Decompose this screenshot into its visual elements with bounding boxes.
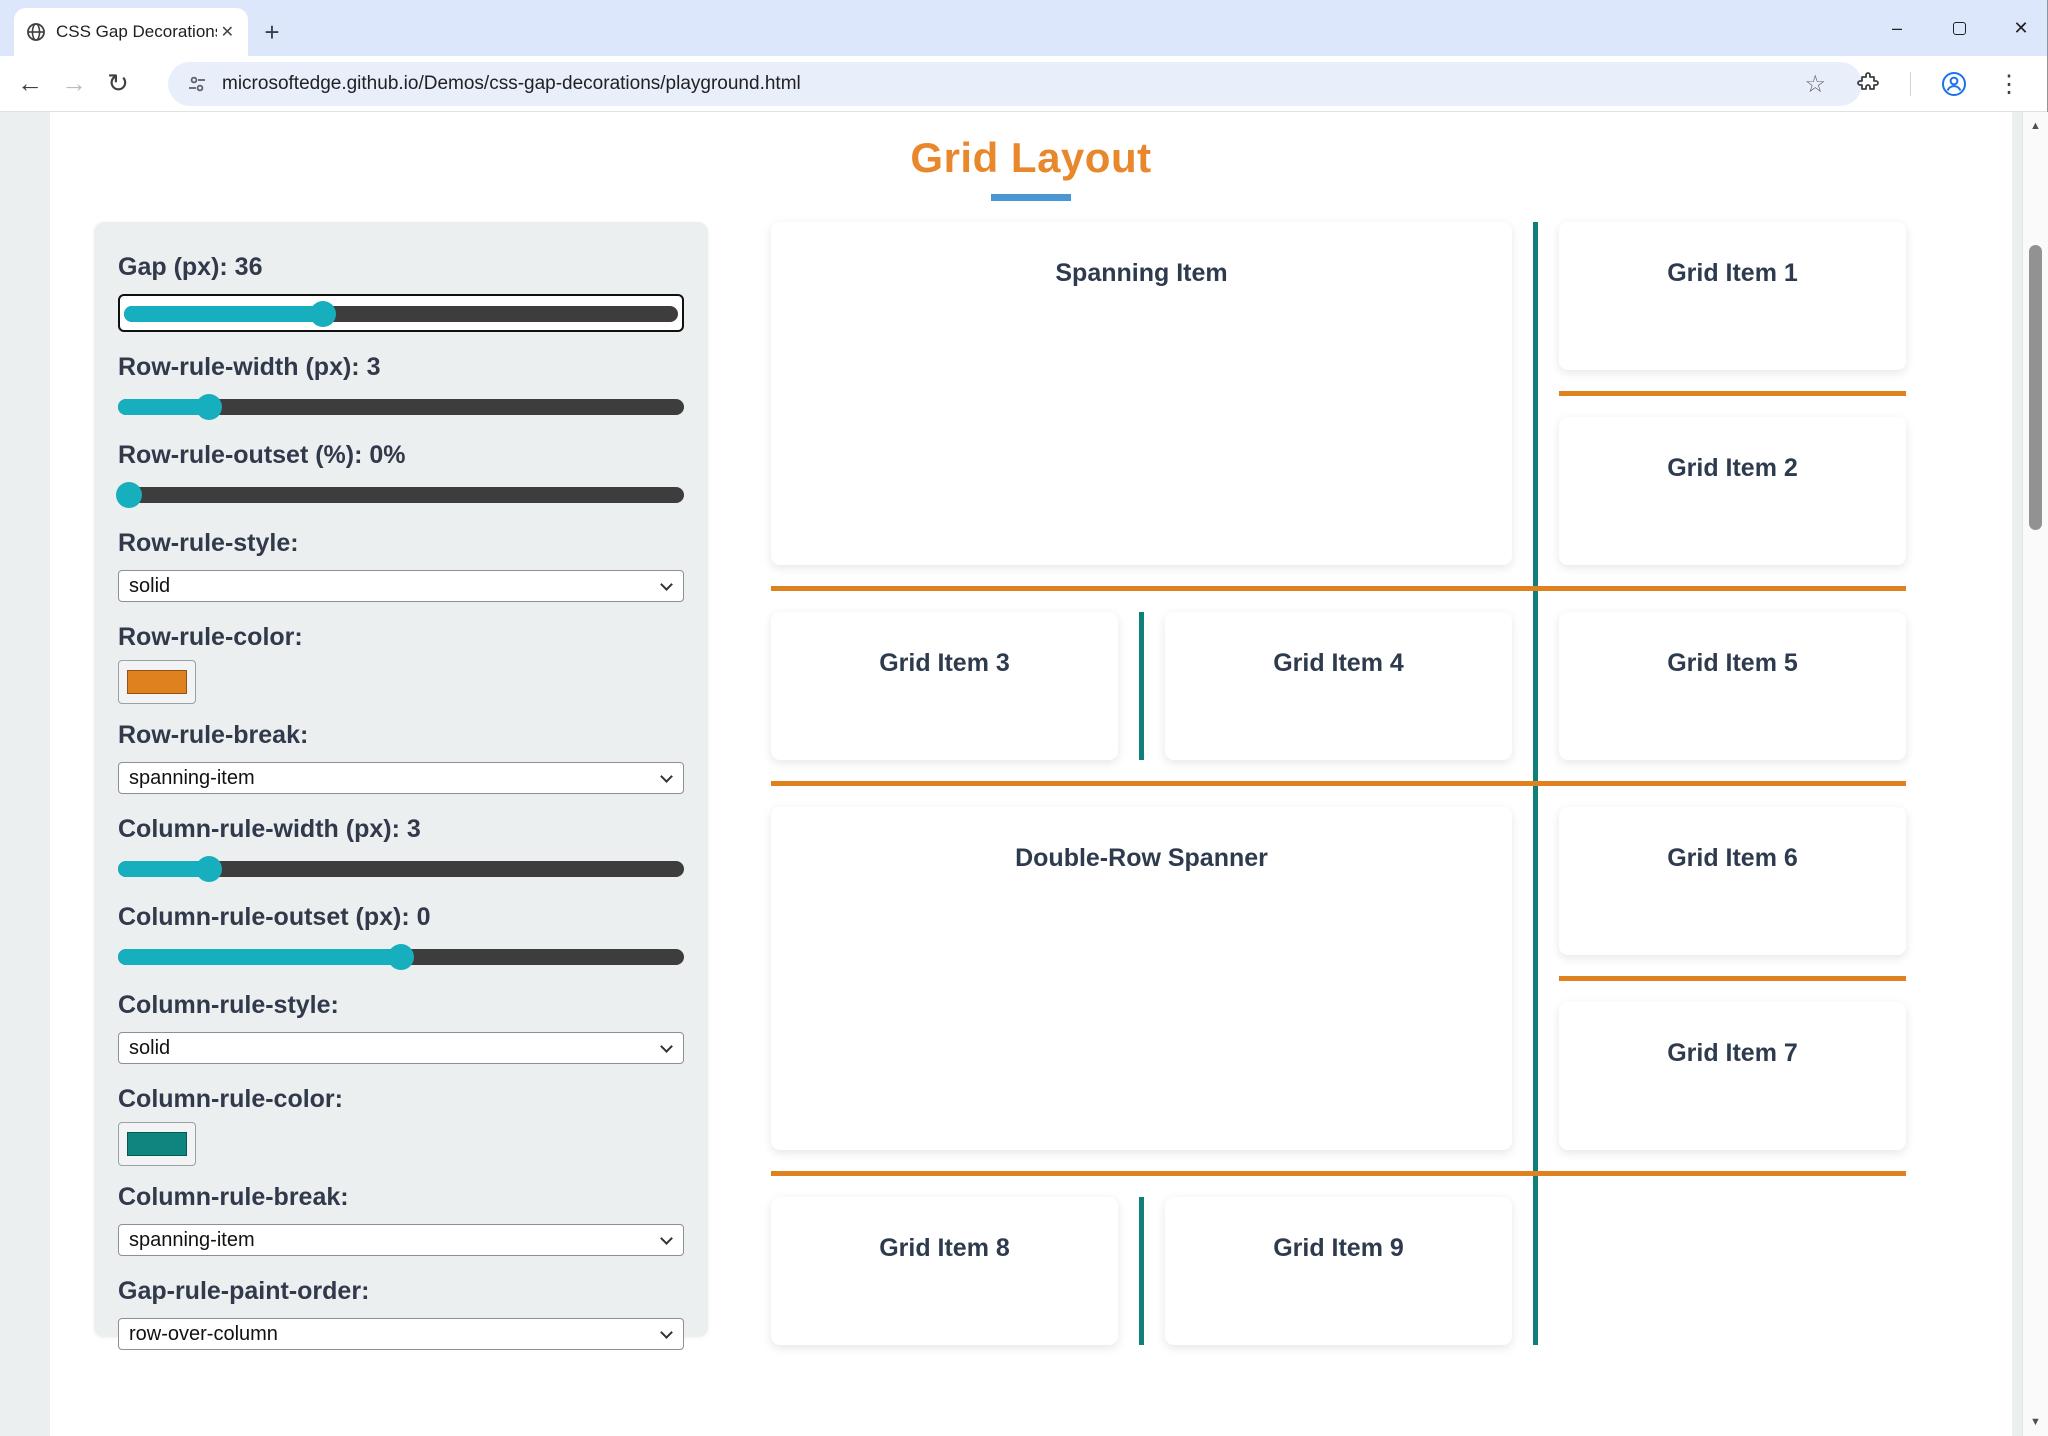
minimize-button[interactable]: – [1891, 17, 1902, 38]
close-window-button[interactable]: ✕ [2013, 17, 2029, 38]
column-rule-break-select[interactable]: spanning-item [118, 1224, 684, 1256]
row-rule-break-label: Row-rule-break: [118, 721, 309, 749]
back-icon[interactable]: ← [17, 68, 43, 98]
row-rule-width-label: Row-rule-width (px): 3 [118, 353, 381, 381]
control-row-rule-outset: Row-rule-outset (%): 0% [116, 440, 684, 508]
column-rule-style-label: Column-rule-style: [118, 991, 339, 1019]
control-column-rule-style: Column-rule-style: solid [118, 990, 684, 1064]
row-rule-segment [1559, 391, 1906, 396]
grid-item-8: Grid Item 8 [771, 1197, 1118, 1345]
grid-item-7: Grid Item 7 [1559, 1002, 1906, 1150]
row-rule-break-select[interactable]: spanning-item [118, 762, 684, 794]
url-text[interactable]: microsoftedge.github.io/Demos/css-gap-de… [222, 73, 801, 94]
browser-toolbar: ← → ↻ microsoftedge.github.io/Demos/css-… [0, 56, 2047, 112]
profile-icon[interactable] [1941, 71, 1967, 97]
chevron-down-icon [660, 1232, 673, 1245]
new-tab-button[interactable]: + [264, 16, 280, 47]
row-rule-segment [771, 586, 1906, 591]
address-bar[interactable]: microsoftedge.github.io/Demos/css-gap-de… [168, 62, 1862, 106]
column-rule-segment [1139, 612, 1144, 760]
control-column-rule-outset: Column-rule-outset (px): 0 [118, 902, 684, 970]
browser-tab[interactable]: CSS Gap Decorations playgroun ✕ [14, 8, 248, 56]
slider-thumb[interactable] [195, 394, 222, 420]
column-rule-style-select[interactable]: solid [118, 1032, 684, 1064]
column-rule-outset-slider[interactable] [118, 944, 684, 970]
globe-favicon [27, 23, 45, 41]
row-rule-segment [771, 1171, 1906, 1176]
row-rule-segment [1559, 976, 1906, 981]
control-gap: Gap (px): 36 [118, 252, 684, 332]
extensions-icon[interactable] [1856, 72, 1880, 96]
slider-thumb[interactable] [310, 301, 337, 327]
slider-thumb[interactable] [388, 944, 414, 970]
gap-rule-paint-order-select[interactable]: row-over-column [118, 1318, 684, 1350]
controls-panel: Gap (px): 36 Row-rule-width (px): 3 [94, 222, 708, 1350]
grid-item-6: Grid Item 6 [1559, 807, 1906, 955]
gap-rule-paint-order-label: Gap-rule-paint-order: [118, 1277, 370, 1305]
control-row-rule-break: Row-rule-break: spanning-item [118, 720, 684, 794]
scroll-up-icon[interactable]: ▲ [2030, 120, 2041, 132]
maximize-button[interactable] [1947, 16, 1971, 40]
row-rule-style-label: Row-rule-style: [118, 529, 299, 557]
row-rule-width-slider[interactable] [118, 394, 684, 420]
tab-title: CSS Gap Decorations playgroun [56, 22, 217, 41]
tab-close-icon[interactable]: ✕ [220, 24, 234, 41]
grid-item-3: Grid Item 3 [771, 612, 1118, 760]
maximize-icon [1952, 21, 1966, 35]
row-rule-outset-label: Row-rule-outset (%): 0% [118, 441, 406, 469]
page-container: Grid Layout Gap (px): 36 Row-rule- [50, 112, 2012, 1436]
reload-icon[interactable]: ↻ [107, 68, 129, 98]
column-rule-break-label: Column-rule-break: [118, 1183, 349, 1211]
menu-dots-icon[interactable]: ⋮ [1997, 70, 2021, 98]
gap-slider[interactable] [118, 294, 684, 332]
column-rule-color-picker[interactable] [118, 1122, 196, 1166]
chevron-down-icon [660, 578, 673, 591]
bookmark-star-icon[interactable]: ☆ [1804, 70, 1826, 98]
control-row-rule-style: Row-rule-style: solid [118, 528, 684, 602]
toolbar-divider [1910, 72, 1911, 96]
column-rule-width-label: Column-rule-width (px): 3 [118, 815, 421, 843]
window-controls: – ✕ [1885, 0, 2039, 56]
forward-icon[interactable]: → [61, 68, 87, 98]
column-rule-color-label: Column-rule-color: [118, 1085, 343, 1113]
tab-strip: CSS Gap Decorations playgroun ✕ + – ✕ [0, 0, 2047, 56]
row-rule-outset-slider[interactable] [116, 482, 684, 508]
row-rule-color-picker[interactable] [118, 660, 196, 704]
control-column-rule-break: Column-rule-break: spanning-item [118, 1182, 684, 1256]
grid-item-1: Grid Item 1 [1559, 222, 1906, 370]
grid-demo: Spanning Item Grid Item 1 Grid Item 2 Gr… [771, 222, 1906, 1345]
slider-thumb[interactable] [195, 856, 222, 882]
control-column-rule-color: Column-rule-color: [118, 1084, 684, 1166]
chevron-down-icon [660, 770, 673, 783]
control-row-rule-color: Row-rule-color: [118, 622, 684, 704]
control-column-rule-width: Column-rule-width (px): 3 [118, 814, 684, 882]
scrollbar-thumb[interactable] [2029, 245, 2042, 530]
toolbar-right-icons: ☆ ⋮ [1804, 56, 2021, 112]
page-viewport: Grid Layout Gap (px): 36 Row-rule- [0, 112, 2048, 1436]
site-settings-icon[interactable] [186, 73, 208, 95]
grid-item-double-row-spanner: Double-Row Spanner [771, 807, 1512, 1150]
grid-item-2: Grid Item 2 [1559, 417, 1906, 565]
grid-item-spanning: Spanning Item [771, 222, 1512, 565]
row-rule-style-select[interactable]: solid [118, 570, 684, 602]
page-title: Grid Layout [910, 134, 1152, 181]
scroll-down-icon[interactable]: ▼ [2030, 1416, 2041, 1428]
grid-item-5: Grid Item 5 [1559, 612, 1906, 760]
chevron-down-icon [660, 1040, 673, 1053]
title-underline [991, 194, 1071, 201]
grid-item-4: Grid Item 4 [1165, 612, 1512, 760]
chevron-down-icon [660, 1326, 673, 1339]
row-rule-color-label: Row-rule-color: [118, 623, 303, 651]
vertical-scrollbar[interactable]: ▲ ▼ [2022, 112, 2048, 1436]
control-gap-rule-paint-order: Gap-rule-paint-order: row-over-column [118, 1276, 684, 1350]
grid-item-9: Grid Item 9 [1165, 1197, 1512, 1345]
gap-label: Gap (px): 36 [118, 253, 263, 281]
slider-thumb[interactable] [116, 482, 143, 508]
row-rule-segment [771, 781, 1906, 786]
control-row-rule-width: Row-rule-width (px): 3 [118, 352, 684, 420]
column-rule-segment [1139, 1197, 1144, 1345]
column-rule-outset-label: Column-rule-outset (px): 0 [118, 903, 431, 931]
column-rule-width-slider[interactable] [118, 856, 684, 882]
